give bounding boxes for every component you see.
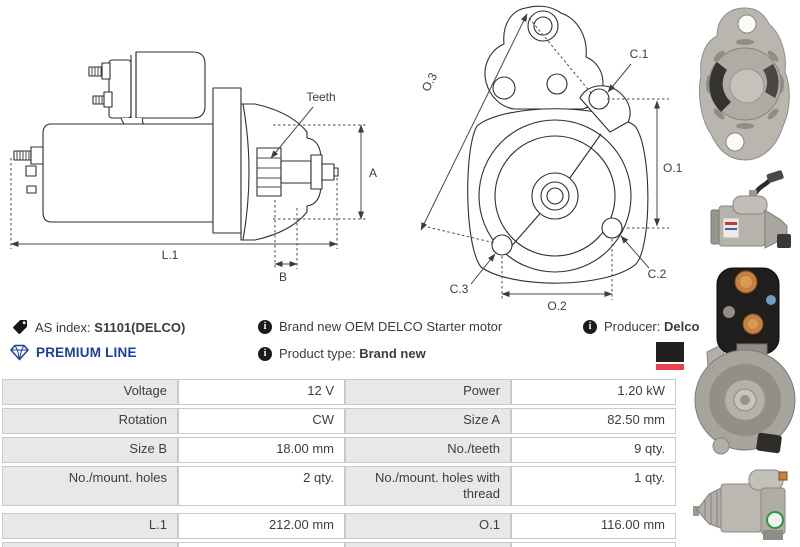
- spec-cell-value: 82.50 mm: [511, 408, 676, 434]
- label-dim-o2: O.2: [547, 299, 567, 312]
- spec-cell-label: No./mount. holes: [2, 466, 178, 506]
- side-profile-photo[interactable]: [693, 464, 797, 546]
- product-type-text: Product type: Brand new: [279, 346, 426, 361]
- spec-cell-value: 1.20 kW: [511, 379, 676, 405]
- table-row: L.1 212.00 mm O.1 116.00 mm: [2, 513, 676, 539]
- spec-cell-label: C.2: [345, 542, 511, 547]
- label-dim-b: B: [279, 270, 287, 284]
- label-dim-a: A: [369, 166, 377, 180]
- label-dim-c3: C.3: [450, 282, 469, 296]
- label-dim-c1: C.1: [630, 47, 649, 61]
- table-row: Rotation CW Size A 82.50 mm: [2, 408, 676, 434]
- spec-cell-label: L.1: [2, 513, 178, 539]
- spec-cell-label: C.1: [2, 542, 178, 547]
- spec-cell-value: M12x1.75 mm: [178, 542, 345, 547]
- spec-cell-label: O.1: [345, 513, 511, 539]
- spec-table-dimensions: L.1 212.00 mm O.1 116.00 mm C.1 M12x1.75…: [2, 510, 676, 547]
- spec-table-section: Voltage 12 V Power 1.20 kW Rotation CW S…: [2, 376, 676, 547]
- front-flange-photo[interactable]: [693, 2, 797, 166]
- label-teeth: Teeth: [306, 90, 335, 104]
- diamond-icon: [10, 344, 29, 361]
- spec-table-main: Voltage 12 V Power 1.20 kW Rotation CW S…: [2, 376, 676, 509]
- premium-line-row: PREMIUM LINE: [10, 344, 137, 361]
- label-dim-c2: C.2: [648, 267, 667, 281]
- table-row: Size B 18.00 mm No./teeth 9 qty.: [2, 437, 676, 463]
- info-icon: i: [258, 319, 272, 334]
- label-dim-o3: O.3: [419, 70, 441, 94]
- info-icon: i: [258, 346, 272, 361]
- spec-cell-label: No./teeth: [345, 437, 511, 463]
- brand-logo-black-block: [656, 342, 684, 362]
- producer-row: i Producer: Delco: [583, 319, 699, 334]
- product-type-row: i Product type: Brand new: [258, 346, 426, 361]
- spec-cell-label: Voltage: [2, 379, 178, 405]
- spec-cell-label: Power: [345, 379, 511, 405]
- spec-cell-label: Rotation: [2, 408, 178, 434]
- spec-cell-value: 116.00 mm: [511, 513, 676, 539]
- as-index-row: AS index: S1101(DELCO): [12, 319, 185, 335]
- brand-logo-red-stripe: [656, 364, 684, 370]
- label-dim-l1: L.1: [162, 248, 179, 262]
- starter-front-view-diagram: O.3 C.1 O.1 C.2 C.3 O.2: [419, 5, 683, 312]
- rear-solenoid-photo[interactable]: [693, 266, 797, 460]
- spec-cell-value: 2 qty.: [178, 466, 345, 506]
- description-row: i Brand new OEM DELCO Starter motor: [258, 319, 502, 334]
- label-dim-o1: O.1: [663, 161, 683, 175]
- spec-cell-value: 10.50 mm: [511, 542, 676, 547]
- spec-cell-value: 212.00 mm: [178, 513, 345, 539]
- spec-cell-value: 1 qty.: [511, 466, 676, 506]
- table-row: Voltage 12 V Power 1.20 kW: [2, 379, 676, 405]
- tag-icon: [13, 320, 27, 334]
- producer-text: Producer: Delco: [604, 319, 700, 334]
- spec-cell-label: Size B: [2, 437, 178, 463]
- starter-side-view-diagram: Teeth A L.1 B: [10, 51, 377, 284]
- spec-cell-value: 18.00 mm: [178, 437, 345, 463]
- table-row: C.1 M12x1.75 mm C.2 10.50 mm: [2, 542, 676, 547]
- spec-cell-value: CW: [178, 408, 345, 434]
- side-view-wire-photo[interactable]: [693, 170, 797, 264]
- description-text: Brand new OEM DELCO Starter motor: [279, 319, 503, 334]
- as-index-text: AS index: S1101(DELCO): [35, 319, 186, 335]
- spec-cell-value: 12 V: [178, 379, 345, 405]
- table-row: No./mount. holes 2 qty. No./mount. holes…: [2, 466, 676, 506]
- spec-cell-label: No./mount. holes with thread: [345, 466, 511, 506]
- info-icon: i: [583, 319, 597, 334]
- premium-line-label: PREMIUM LINE: [36, 345, 137, 360]
- spec-cell-label: Size A: [345, 408, 511, 434]
- spec-cell-value: 9 qty.: [511, 437, 676, 463]
